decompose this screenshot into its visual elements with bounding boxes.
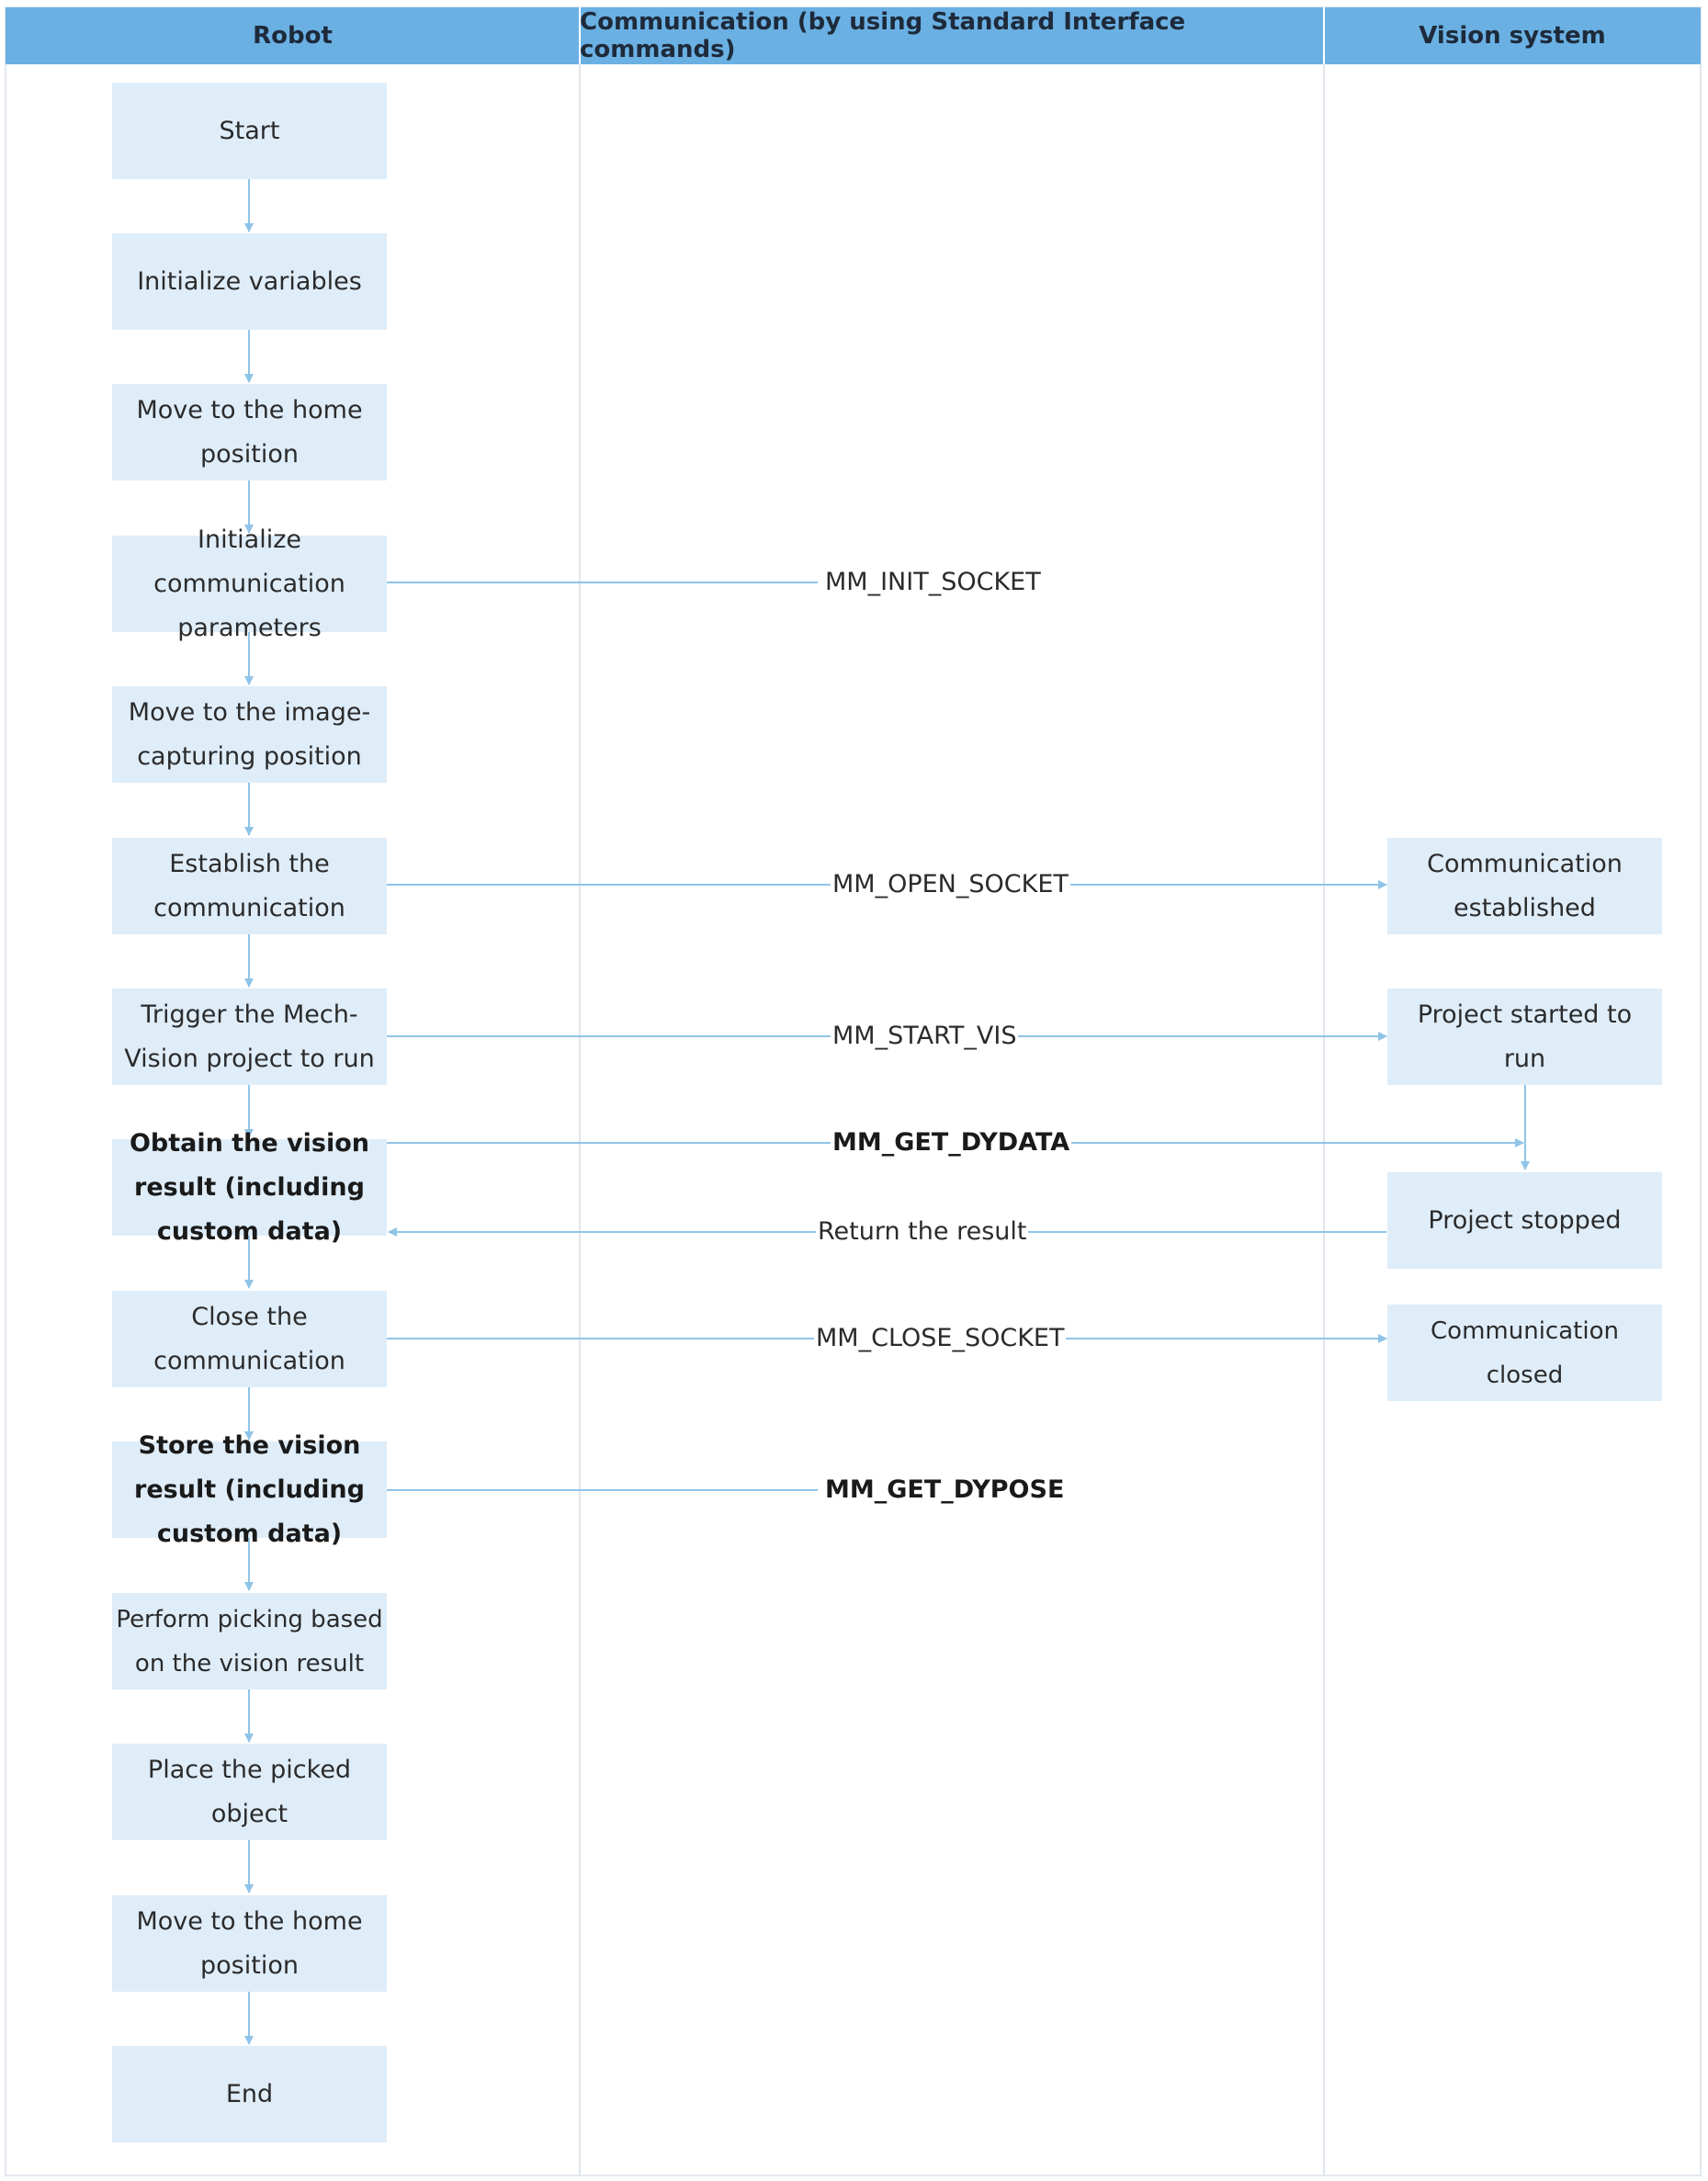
node-obtain-result: Obtain the vision result (including cust…	[112, 1129, 387, 1246]
cmd-close-socket: MM_CLOSE_SOCKET	[814, 1323, 1067, 1354]
cmd-return-result: Return the result	[816, 1216, 1029, 1248]
cmd-start-vis: MM_START_VIS	[831, 1021, 1019, 1052]
node-initialize-variables: Initialize variables	[112, 233, 387, 330]
header-robot: Robot	[253, 22, 333, 50]
node-place-object: Place the picked object	[112, 1744, 387, 1840]
cmd-get-dypose: MM_GET_DYPOSE	[823, 1475, 1067, 1506]
node-comm-established: Communication established	[1387, 838, 1662, 934]
node-move-image-position: Move to the image-capturing position	[112, 686, 387, 783]
node-init-comm-params: Initialize communication parameters	[112, 525, 387, 642]
cmd-open-socket: MM_OPEN_SOCKET	[831, 869, 1070, 900]
node-move-home-2: Move to the home position	[112, 1895, 387, 1992]
header-band	[6, 7, 1701, 64]
cmd-init-socket: MM_INIT_SOCKET	[823, 567, 1043, 598]
node-project-started: Project started to run	[1387, 989, 1662, 1085]
node-start: Start	[112, 83, 387, 179]
header-communication: Communication (by using Standard Interfa…	[580, 8, 1186, 63]
node-perform-picking: Perform picking based on the vision resu…	[112, 1593, 387, 1689]
node-end: End	[112, 2046, 387, 2142]
node-trigger-project: Trigger the Mech-Vision project to run	[112, 989, 387, 1085]
node-establish-comm: Establish the communication	[112, 838, 387, 934]
node-move-home-1: Move to the home position	[112, 384, 387, 480]
header-vision: Vision system	[1419, 22, 1606, 50]
diagram-frame	[5, 6, 1702, 2176]
node-close-comm: Close the communication	[112, 1291, 387, 1387]
node-project-stopped: Project stopped	[1387, 1172, 1662, 1269]
node-comm-closed: Communication closed	[1387, 1305, 1662, 1401]
node-store-result: Store the vision result (including custo…	[112, 1431, 387, 1548]
cmd-get-dydata: MM_GET_DYDATA	[831, 1127, 1072, 1158]
